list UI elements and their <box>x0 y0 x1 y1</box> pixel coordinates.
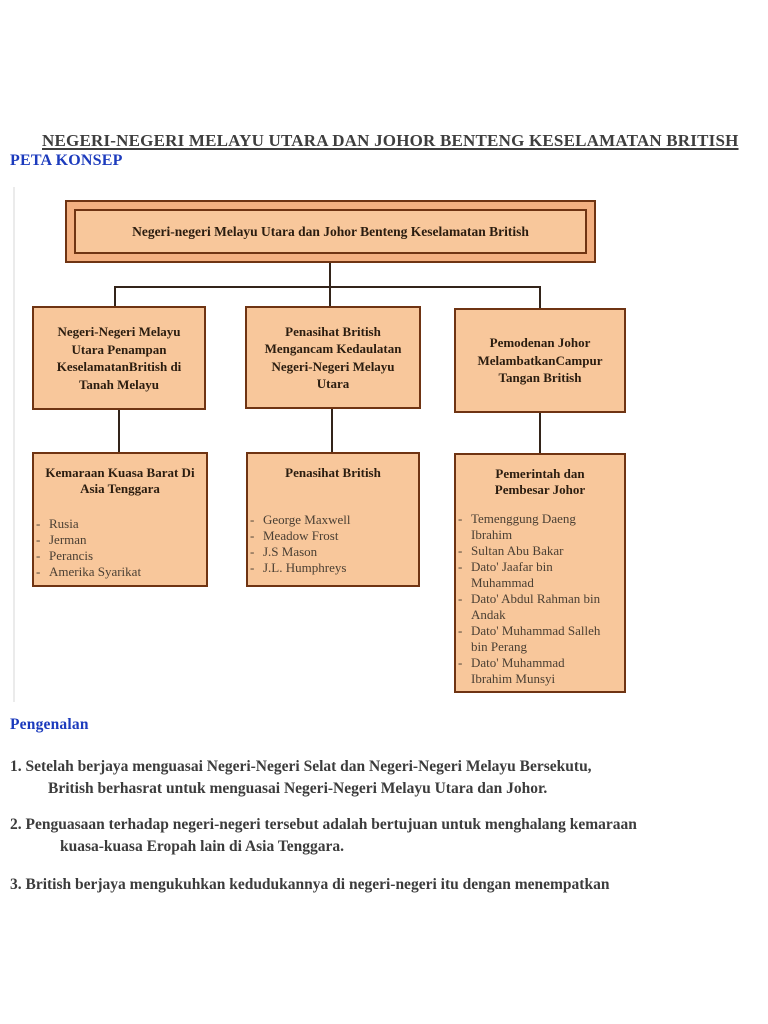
paragraph-line: British berhasrat untuk menguasai Negeri… <box>48 780 548 797</box>
list-item: -Sultan Abu Bakar <box>456 543 624 559</box>
list-item: -J.S Mason <box>248 544 418 560</box>
list-item-text: Sultan Abu Bakar <box>471 543 564 558</box>
diagram-detail-box-2: Penasihat British -George Maxwell -Meado… <box>246 452 420 587</box>
paragraph-2: 2. Penguasaan terhadap negeri-negeri ter… <box>10 814 760 858</box>
list-item-text: George Maxwell <box>263 511 351 527</box>
connector-drop-right <box>539 286 541 308</box>
list-item-text: Meadow Frost <box>263 527 339 543</box>
branch-label: Negeri-Negeri Melayu Utara Penampan Kese… <box>56 324 182 392</box>
detail-box-title: Kemaraan Kuasa Barat Di Asia Tenggara <box>45 465 195 496</box>
branch-label: Penasihat British Mengancam Kedaulatan N… <box>264 323 402 392</box>
list-item: -Jerman <box>34 532 206 548</box>
dash-bullet: - <box>458 543 463 558</box>
list-item-text: Perancis <box>49 548 94 563</box>
dash-bullet: - <box>458 511 463 526</box>
list-item-text: Amerika Syarikat <box>49 564 142 579</box>
detail-box-list: -Temenggung Daeng Ibrahim -Sultan Abu Ba… <box>456 511 624 687</box>
peta-konsep-heading: PETA KONSEP <box>10 152 123 169</box>
diagram-root-label: Negeri-negeri Melayu Utara dan Johor Ben… <box>132 223 529 239</box>
paragraph-line: kuasa-kuasa Eropah lain di Asia Tenggara… <box>60 838 344 855</box>
dash-bullet: - <box>36 516 41 531</box>
dash-bullet: - <box>458 559 463 574</box>
list-item: -Temenggung Daeng Ibrahim <box>456 511 624 543</box>
list-item: -Meadow Frost <box>248 528 418 544</box>
list-item: -Rusia <box>34 516 206 532</box>
page-title: NEGERI-NEGERI MELAYU UTARA DAN JOHOR BEN… <box>42 131 739 150</box>
list-item-text: Jerman <box>49 532 87 547</box>
paragraph-line: 2. Penguasaan terhadap negeri-negeri ter… <box>10 816 637 833</box>
connector-root-center <box>329 262 331 306</box>
dash-bullet: - <box>36 532 41 547</box>
list-item: -Amerika Syarikat <box>34 564 206 580</box>
detail-box-list: -Rusia -Jerman -Perancis -Amerika Syarik… <box>34 516 206 580</box>
diagram-branch-box-2: Penasihat British Mengancam Kedaulatan N… <box>245 306 421 409</box>
dash-bullet: - <box>36 564 41 579</box>
list-item-text: Dato' Muhammad Ibrahim Munsyi <box>471 655 565 686</box>
list-item-text: Dato' Abdul Rahman bin Andak <box>471 591 601 622</box>
list-item-text: Rusia <box>49 516 79 531</box>
dash-bullet: - <box>36 548 41 563</box>
list-item: -George Maxwell <box>248 512 418 528</box>
list-item: -Dato' Abdul Rahman bin Andak <box>456 591 624 623</box>
list-item: -Dato' Muhammad Salleh bin Perang <box>456 623 624 655</box>
diagram-detail-box-1: Kemaraan Kuasa Barat Di Asia Tenggara -R… <box>32 452 208 587</box>
paragraph-3: 3. British berjaya mengukuhkan kedudukan… <box>10 874 760 896</box>
connector-branch1-detail <box>118 409 120 452</box>
list-item: -Perancis <box>34 548 206 564</box>
section-heading-pengenalan: Pengenalan <box>10 716 89 733</box>
detail-box-title: Penasihat British <box>285 465 381 480</box>
branch-label: Pemodenan Johor MelambatkanCampur Tangan… <box>477 335 603 386</box>
connector-horizontal <box>114 286 541 288</box>
list-item: -J.L. Humphreys <box>248 560 418 576</box>
diagram-detail-box-3: Pemerintah dan Pembesar Johor -Temenggun… <box>454 453 626 693</box>
detail-box-title: Pemerintah dan Pembesar Johor <box>494 466 586 497</box>
list-item-text: J.L. Humphreys <box>263 559 347 575</box>
list-item-text: J.S Mason <box>263 543 318 559</box>
dash-bullet: - <box>250 511 255 527</box>
diagram-branch-box-3: Pemodenan Johor MelambatkanCampur Tangan… <box>454 308 626 413</box>
diagram-root-box: Negeri-negeri Melayu Utara dan Johor Ben… <box>65 200 596 263</box>
list-item: -Dato' Muhammad Ibrahim Munsyi <box>456 655 624 687</box>
dash-bullet: - <box>250 527 255 543</box>
dash-bullet: - <box>458 591 463 606</box>
dash-bullet: - <box>250 543 255 559</box>
list-item-text: Dato' Jaafar bin Muhammad <box>471 559 553 590</box>
diagram-canvas-edge <box>13 187 15 702</box>
paragraph-1: 1. Setelah berjaya menguasai Negeri-Nege… <box>10 756 760 800</box>
list-item: -Dato' Jaafar bin Muhammad <box>456 559 624 591</box>
detail-box-list: -George Maxwell -Meadow Frost -J.S Mason… <box>248 512 418 576</box>
list-item-text: Dato' Muhammad Salleh bin Perang <box>471 623 601 654</box>
list-item-text: Temenggung Daeng Ibrahim <box>471 511 576 542</box>
paragraph-line: 3. British berjaya mengukuhkan kedudukan… <box>10 876 610 893</box>
dash-bullet: - <box>458 623 463 638</box>
connector-branch3-detail <box>539 412 541 453</box>
dash-bullet: - <box>458 655 463 670</box>
diagram-branch-box-1: Negeri-Negeri Melayu Utara Penampan Kese… <box>32 306 206 410</box>
connector-branch2-detail <box>331 408 333 452</box>
dash-bullet: - <box>250 559 255 575</box>
paragraph-line: 1. Setelah berjaya menguasai Negeri-Nege… <box>10 758 592 775</box>
connector-drop-left <box>114 286 116 306</box>
